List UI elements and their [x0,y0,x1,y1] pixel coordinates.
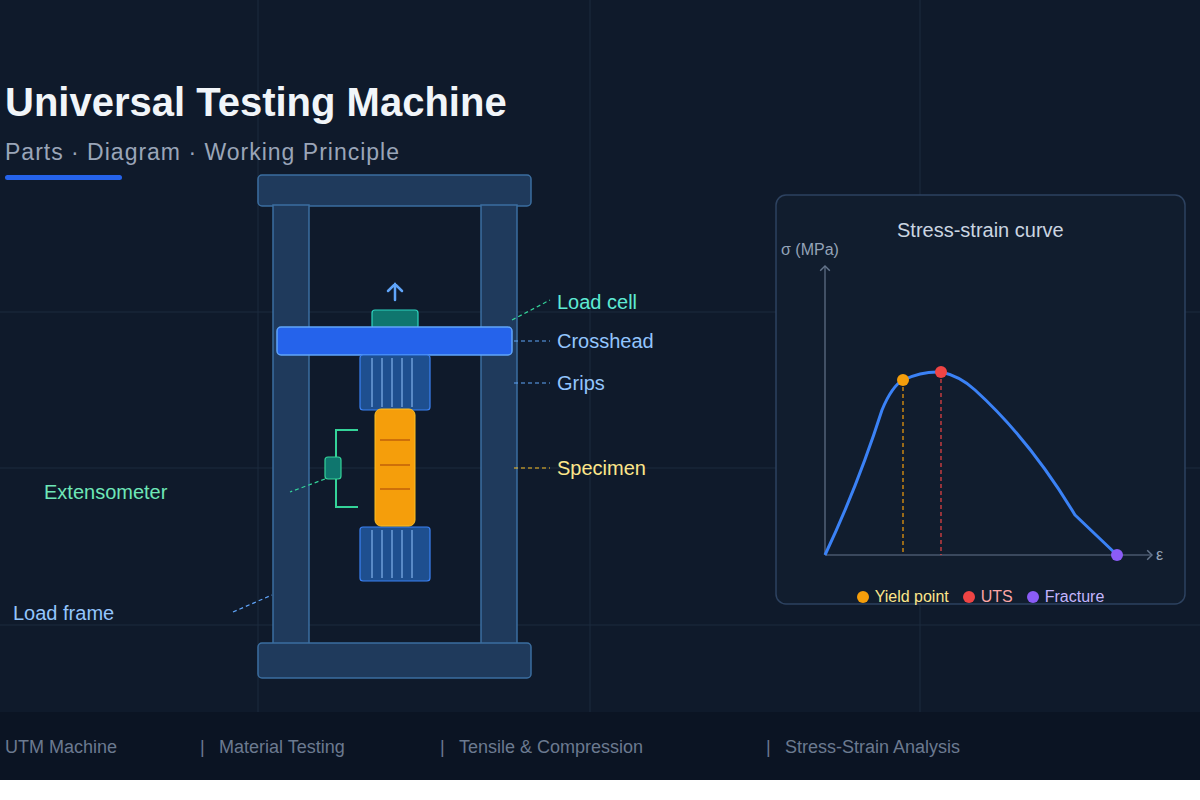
footer-text: | [440,737,445,758]
axis-label: σ (MPa) [781,241,839,259]
footer-text: Material Testing [219,737,345,758]
part-label: Load frame [13,602,114,625]
chart-legend: Yield point UTS Fracture [776,588,1185,606]
footer-text: | [766,737,771,758]
legend-item: UTS [963,588,1013,606]
footer-text: | [200,737,205,758]
chart-panel: Stress-strain curve σ (MPa) ε [776,195,1185,604]
legend-swatch [857,591,869,603]
footer-band: UTM Machine | Material Testing | Tensile & C… [0,712,1200,780]
legend-item: Yield point [857,588,949,606]
page-title: Universal Testing Machine [5,80,507,125]
part-label: Extensometer [44,481,167,504]
legend-text: Yield point [875,588,949,606]
legend-swatch [963,591,975,603]
part-label: Specimen [557,457,646,480]
footer-text: Tensile & Compression [459,737,643,758]
part-label: Crosshead [557,330,654,353]
footer-text: Stress-Strain Analysis [785,737,960,758]
legend-text: Fracture [1045,588,1105,606]
part-label: Grips [557,372,605,395]
legend-item: Fracture [1027,588,1105,606]
background: Universal Testing MachineParts · Diagram… [0,0,1200,780]
legend-text: UTS [981,588,1013,606]
footer-text: UTM Machine [5,737,117,758]
page-subtitle: Parts · Diagram · Working Principle [5,139,400,166]
axis-label: ε [1156,546,1163,564]
part-label: Load cell [557,291,637,314]
chart-title: Stress-strain curve [897,219,1064,242]
legend-swatch [1027,591,1039,603]
